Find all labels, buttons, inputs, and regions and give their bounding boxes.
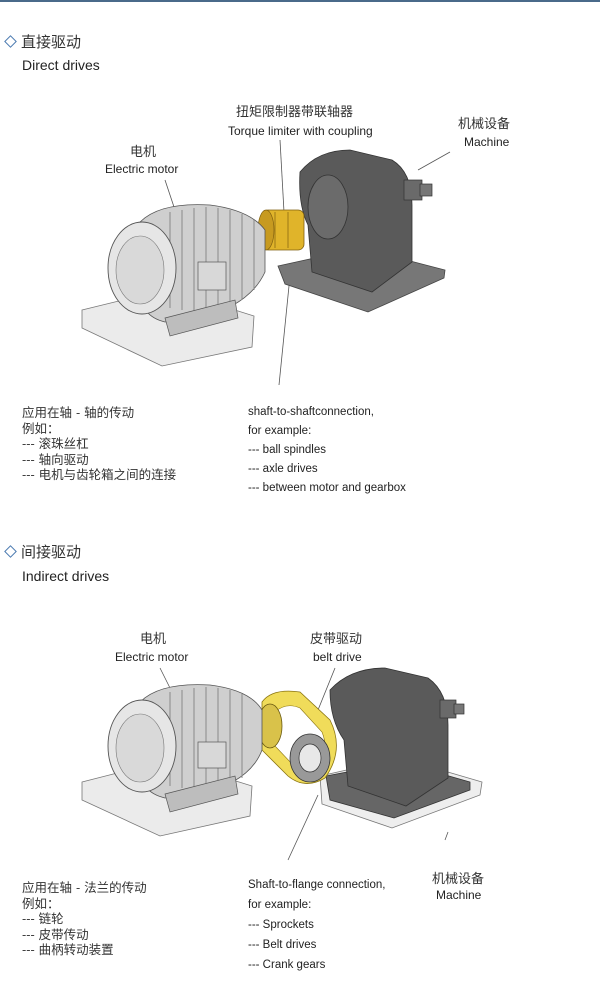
direct-desc-en-heading: shaft-to-shaftconnection, bbox=[248, 406, 374, 418]
indirect-motor-label-en: Electric motor bbox=[115, 650, 189, 664]
machine-label-zh: 机械设备 bbox=[458, 117, 511, 132]
direct-desc-en-item: --- between motor and gearbox bbox=[248, 482, 406, 494]
indirect-desc-en: Shaft-to-flange connection, for example:… bbox=[248, 879, 386, 980]
direct-desc-zh-example: 例如： bbox=[22, 420, 60, 436]
indirect-desc-zh-item: --- 曲柄转动装置 bbox=[22, 942, 114, 957]
indirect-desc-zh-item: --- 皮带传动 bbox=[22, 926, 89, 942]
motor-label-en: Electric motor bbox=[105, 162, 179, 176]
direct-desc-en-item: --- axle drives bbox=[248, 463, 318, 475]
indirect-motor-label-zh: 电机 bbox=[140, 632, 167, 647]
top-rule bbox=[0, 0, 600, 2]
limiter-label-zh: 扭矩限制器带联轴器 bbox=[236, 105, 354, 120]
indirect-desc-en-example: for example: bbox=[248, 899, 312, 911]
direct-desc-zh-item: --- 滚珠丝杠 bbox=[22, 436, 89, 451]
indirect-drive-illustration bbox=[81, 667, 483, 861]
indirect-desc-zh: 应用在轴 - 法兰的传动 例如： --- 链轮 --- 皮带传动 --- 曲柄转… bbox=[22, 880, 147, 958]
indirect-desc-en-item: --- Sprockets bbox=[248, 919, 314, 931]
direct-section-title: 直接驱动 bbox=[4, 31, 82, 52]
indirect-title-zh: 间接驱动 bbox=[21, 543, 82, 561]
direct-title-zh: 直接驱动 bbox=[21, 33, 82, 51]
direct-title-en: Direct drives bbox=[22, 57, 100, 73]
indirect-desc-en-item: --- Belt drives bbox=[248, 939, 317, 951]
indirect-desc-zh-item: --- 链轮 bbox=[22, 911, 64, 926]
direct-desc-zh-item: --- 轴向驱动 bbox=[22, 451, 89, 467]
direct-desc-en: shaft-to-shaftconnection, for example: -… bbox=[248, 406, 406, 502]
indirect-section-title: 间接驱动 bbox=[4, 541, 82, 562]
belt-label-zh: 皮带驱动 bbox=[310, 632, 363, 647]
motor-label-zh: 电机 bbox=[130, 145, 157, 160]
direct-desc-en-example: for example: bbox=[248, 425, 312, 437]
indirect-desc-en-heading: Shaft-to-flange connection, bbox=[248, 879, 386, 891]
belt-label-en: belt drive bbox=[313, 650, 362, 664]
direct-desc-zh-item: --- 电机与齿轮箱之间的连接 bbox=[22, 467, 177, 482]
direct-drive-illustration bbox=[81, 139, 451, 386]
indirect-desc-en-item: --- Crank gears bbox=[248, 959, 326, 971]
indirect-title-en: Indirect drives bbox=[22, 568, 110, 584]
indirect-machine-label-zh: 机械设备 bbox=[432, 872, 485, 887]
direct-desc-zh-heading: 应用在轴 - 轴的传动 bbox=[22, 405, 135, 420]
limiter-label-en: Torque limiter with coupling bbox=[228, 124, 373, 138]
indirect-desc-zh-heading: 应用在轴 - 法兰的传动 bbox=[22, 880, 147, 895]
diamond-bullet-icon bbox=[4, 545, 17, 558]
indirect-desc-zh-example: 例如： bbox=[22, 895, 60, 911]
direct-desc-zh: 应用在轴 - 轴的传动 例如： --- 滚珠丝杠 --- 轴向驱动 --- 电机… bbox=[22, 405, 176, 483]
machine-label-en: Machine bbox=[464, 135, 510, 149]
indirect-machine-label-en: Machine bbox=[436, 888, 482, 902]
direct-desc-en-item: --- ball spindles bbox=[248, 444, 326, 456]
